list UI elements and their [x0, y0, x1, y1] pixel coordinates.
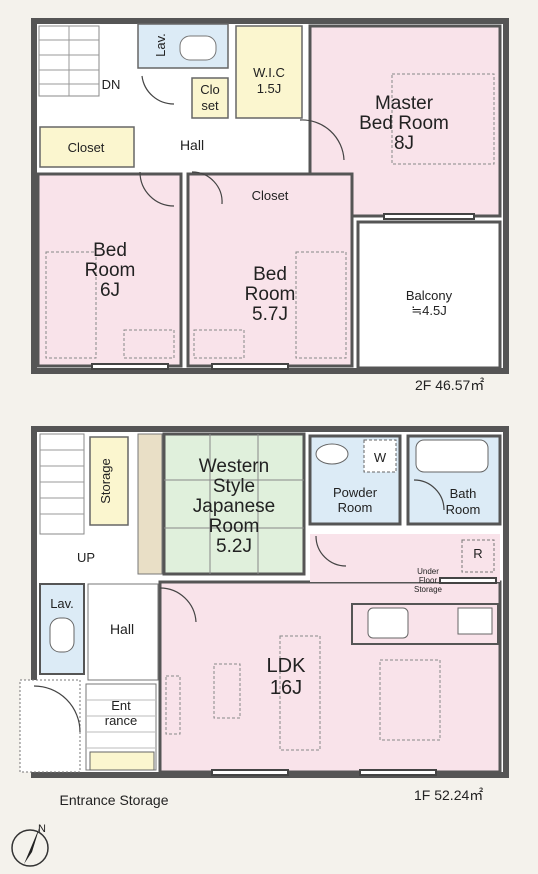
floor-2-area: 2F 46.57㎡: [415, 377, 484, 393]
compass: N: [11, 823, 49, 867]
dn-label: DN: [102, 77, 121, 92]
closet-mid-label: Closet: [252, 188, 289, 203]
fridge-r-label: R: [473, 546, 482, 561]
bed-left-label-3: 6J: [100, 280, 120, 301]
bed-mid-icon: [295, 251, 347, 359]
bath-label-1: Bath: [450, 486, 477, 501]
floor-2-plan: 2F 46.57㎡: [31, 18, 509, 393]
master-label-2: Bed Room: [359, 113, 449, 134]
closet-left-label: Closet: [68, 140, 105, 155]
ldk-label-2: 16J: [270, 677, 302, 699]
washer-w-label: W: [374, 450, 387, 465]
western-japanese-room: [162, 432, 306, 576]
north-arrow-icon: [24, 826, 40, 864]
washer-icon: [363, 439, 397, 473]
lav-2f-label: Lav.: [153, 33, 168, 57]
stove-icon: [457, 607, 493, 635]
sofa-icon: [279, 635, 321, 751]
master-label-3: 8J: [394, 133, 414, 154]
wic-label-1: W.I.C: [253, 65, 285, 80]
north-label: N: [38, 823, 46, 835]
balcony: [356, 220, 502, 370]
floor-1-area: 1F 52.24㎡: [414, 787, 483, 803]
kitchen-sink-icon: [367, 607, 409, 639]
western-label-1: Western: [199, 456, 269, 477]
floor-1-plan: 1F 52.24㎡: [19, 426, 509, 803]
ldk-label-1: LDK: [267, 655, 307, 677]
entrance-storage: [89, 751, 155, 771]
closet-small-label-2: set: [201, 98, 219, 113]
closet-left-2f: [39, 126, 135, 168]
underfloor-label-2: Floor: [419, 576, 438, 585]
tv-stand-icon: [165, 675, 181, 735]
ldk-upper: [310, 534, 500, 582]
storage-1f: [89, 436, 129, 526]
bath-label-2: Room: [446, 502, 481, 517]
wic-2f: [235, 25, 303, 119]
porch: [19, 679, 81, 773]
hall-1f-label: Hall: [110, 621, 134, 637]
master-bed-icon: [391, 73, 495, 165]
bed-mid-label-2: Room: [245, 284, 296, 305]
lav-1f-label: Lav.: [50, 596, 74, 611]
underfloor-label-1: Under: [417, 567, 439, 576]
entrance-label-1: Ent: [111, 698, 131, 713]
coffee-table-icon: [213, 663, 241, 719]
bedroom-mid: [186, 172, 354, 368]
hall-2f-label: Hall: [180, 137, 204, 153]
up-label: UP: [77, 550, 95, 565]
bed-left-label-1: Bed: [93, 240, 127, 261]
balcony-label-1: Balcony: [406, 288, 453, 303]
entrance-label-2: rance: [105, 713, 138, 728]
balcony-label-2: ≒4.5J: [411, 303, 446, 318]
desk-left-icon: [123, 329, 175, 359]
storage-label: Storage: [98, 458, 113, 504]
bedroom-left: [36, 172, 183, 368]
compass-circle-icon: [11, 829, 49, 867]
toilet-2f-icon: [179, 35, 217, 61]
western-label-2: Style: [213, 476, 255, 497]
closet-small-2f: [191, 77, 229, 119]
western-label-3: Japanese: [193, 496, 275, 517]
floor-2-labels: Lav. DN Clo set W.I.C 1.5J Master Bed Ro…: [68, 33, 453, 325]
entrance-storage-label: Entrance Storage: [60, 792, 169, 808]
fridge-icon: [461, 539, 495, 573]
tokonoma: [137, 433, 163, 575]
floor-1-labels: Storage Western Style Japanese Room 5.2J…: [50, 450, 483, 808]
bed-left-icon: [45, 251, 97, 359]
sink-icon: [315, 443, 349, 465]
underfloor-label-3: Storage: [414, 585, 443, 594]
hall-1f: [87, 583, 159, 681]
wic-label-2: 1.5J: [257, 81, 282, 96]
desk-mid-icon: [193, 329, 245, 359]
bed-mid-label-1: Bed: [253, 264, 287, 285]
western-label-4: Room: [209, 516, 260, 537]
bathtub-icon: [415, 439, 489, 473]
closet-small-label-1: Clo: [200, 82, 220, 97]
bed-left-label-2: Room: [85, 260, 136, 281]
bed-mid-label-3: 5.7J: [252, 304, 288, 325]
dining-table-icon: [379, 659, 441, 741]
western-label-5: 5.2J: [216, 536, 252, 557]
powder-label-1: Powder: [333, 485, 378, 500]
stairs-1f: [39, 433, 85, 535]
powder-label-2: Room: [338, 500, 373, 515]
toilet-1f-icon: [49, 617, 75, 653]
master-label-1: Master: [375, 93, 434, 114]
